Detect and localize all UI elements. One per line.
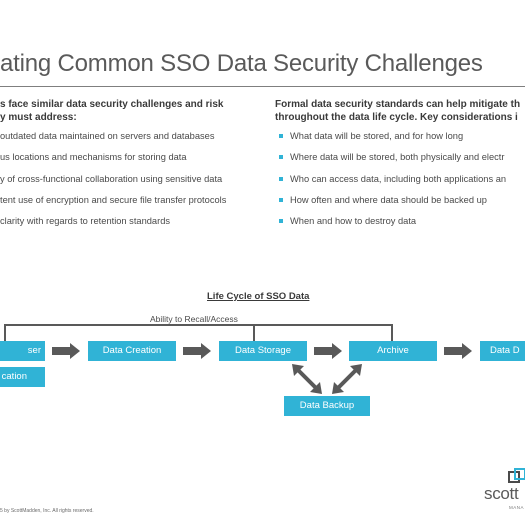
right-bullet-item: What data will be stored, and for how lo… bbox=[290, 131, 464, 141]
recall-access-label: Ability to Recall/Access bbox=[150, 314, 238, 324]
recall-bracket-mid bbox=[253, 324, 255, 342]
left-bullet-item: tent use of encryption and secure file t… bbox=[0, 195, 227, 205]
data-destruction-box: Data D bbox=[480, 341, 525, 361]
right-heading-line-2: throughout the data life cycle. Key cons… bbox=[275, 112, 518, 123]
right-bullet-item: Where data will be stored, both physical… bbox=[290, 152, 505, 162]
data-storage-label: Data Storage bbox=[235, 345, 291, 356]
recall-bracket-left bbox=[4, 324, 6, 342]
left-bullet-item: y of cross-functional collaboration usin… bbox=[0, 174, 223, 184]
left-bullet-item: outdated data maintained on servers and … bbox=[0, 131, 215, 141]
title-divider bbox=[0, 86, 525, 87]
left-bullet-item: clarity with regards to retention standa… bbox=[0, 216, 171, 226]
page-title: ating Common SSO Data Security Challenge… bbox=[0, 50, 483, 77]
storage-backup-arrow-icon bbox=[292, 364, 322, 394]
right-column-heading: Formal data security standards can help … bbox=[275, 98, 520, 124]
user-box-label: ser bbox=[27, 345, 41, 356]
flow-arrow-icon bbox=[52, 343, 80, 359]
left-bullet-item: us locations and mechanisms for storing … bbox=[0, 152, 187, 162]
data-destruction-label: Data D bbox=[490, 345, 520, 356]
company-logo-subtext: MANA bbox=[509, 505, 525, 510]
data-creation-box: Data Creation bbox=[88, 341, 176, 361]
archive-box: Archive bbox=[349, 341, 437, 361]
archive-backup-arrow-icon bbox=[332, 364, 362, 394]
left-bullet-list: outdated data maintained on servers and … bbox=[0, 131, 260, 231]
logo-mark-icon bbox=[508, 468, 525, 483]
bullet-marker-icon bbox=[279, 155, 283, 159]
right-bullet-list: What data will be stored, and for how lo… bbox=[290, 131, 525, 231]
right-bullet-item: When and how to destroy data bbox=[290, 216, 417, 226]
flow-arrow-icon bbox=[314, 343, 342, 359]
recall-bracket-right bbox=[391, 324, 393, 342]
archive-label: Archive bbox=[377, 345, 409, 356]
bullet-marker-icon bbox=[279, 177, 283, 181]
company-logo-text: scott bbox=[484, 484, 519, 503]
right-bullet-item: How often and where data should be backe… bbox=[290, 195, 487, 205]
left-column-heading: s face similar data security challenges … bbox=[0, 98, 223, 124]
data-storage-box: Data Storage bbox=[219, 341, 307, 361]
diagram-title: Life Cycle of SSO Data bbox=[207, 291, 310, 302]
flow-arrow-icon bbox=[444, 343, 472, 359]
flow-arrow-icon bbox=[183, 343, 211, 359]
copyright-notice: 5 by ScottMadden, Inc. All rights reserv… bbox=[0, 508, 94, 514]
data-backup-label: Data Backup bbox=[299, 400, 355, 411]
right-bullet-item: Who can access data, including both appl… bbox=[290, 174, 507, 184]
bullet-marker-icon bbox=[279, 219, 283, 223]
left-heading-line-2: y must address: bbox=[0, 112, 77, 123]
recall-bracket-top bbox=[4, 324, 393, 326]
bullet-marker-icon bbox=[279, 134, 283, 138]
data-creation-label: Data Creation bbox=[102, 345, 162, 356]
right-heading-line-1: Formal data security standards can help … bbox=[275, 99, 521, 110]
left-heading-line-1: s face similar data security challenges … bbox=[0, 99, 224, 110]
application-box-label: cation bbox=[1, 371, 27, 382]
application-box: cation bbox=[0, 367, 45, 387]
user-box: ser bbox=[0, 341, 45, 361]
bullet-marker-icon bbox=[279, 198, 283, 202]
data-backup-box: Data Backup bbox=[284, 396, 370, 416]
